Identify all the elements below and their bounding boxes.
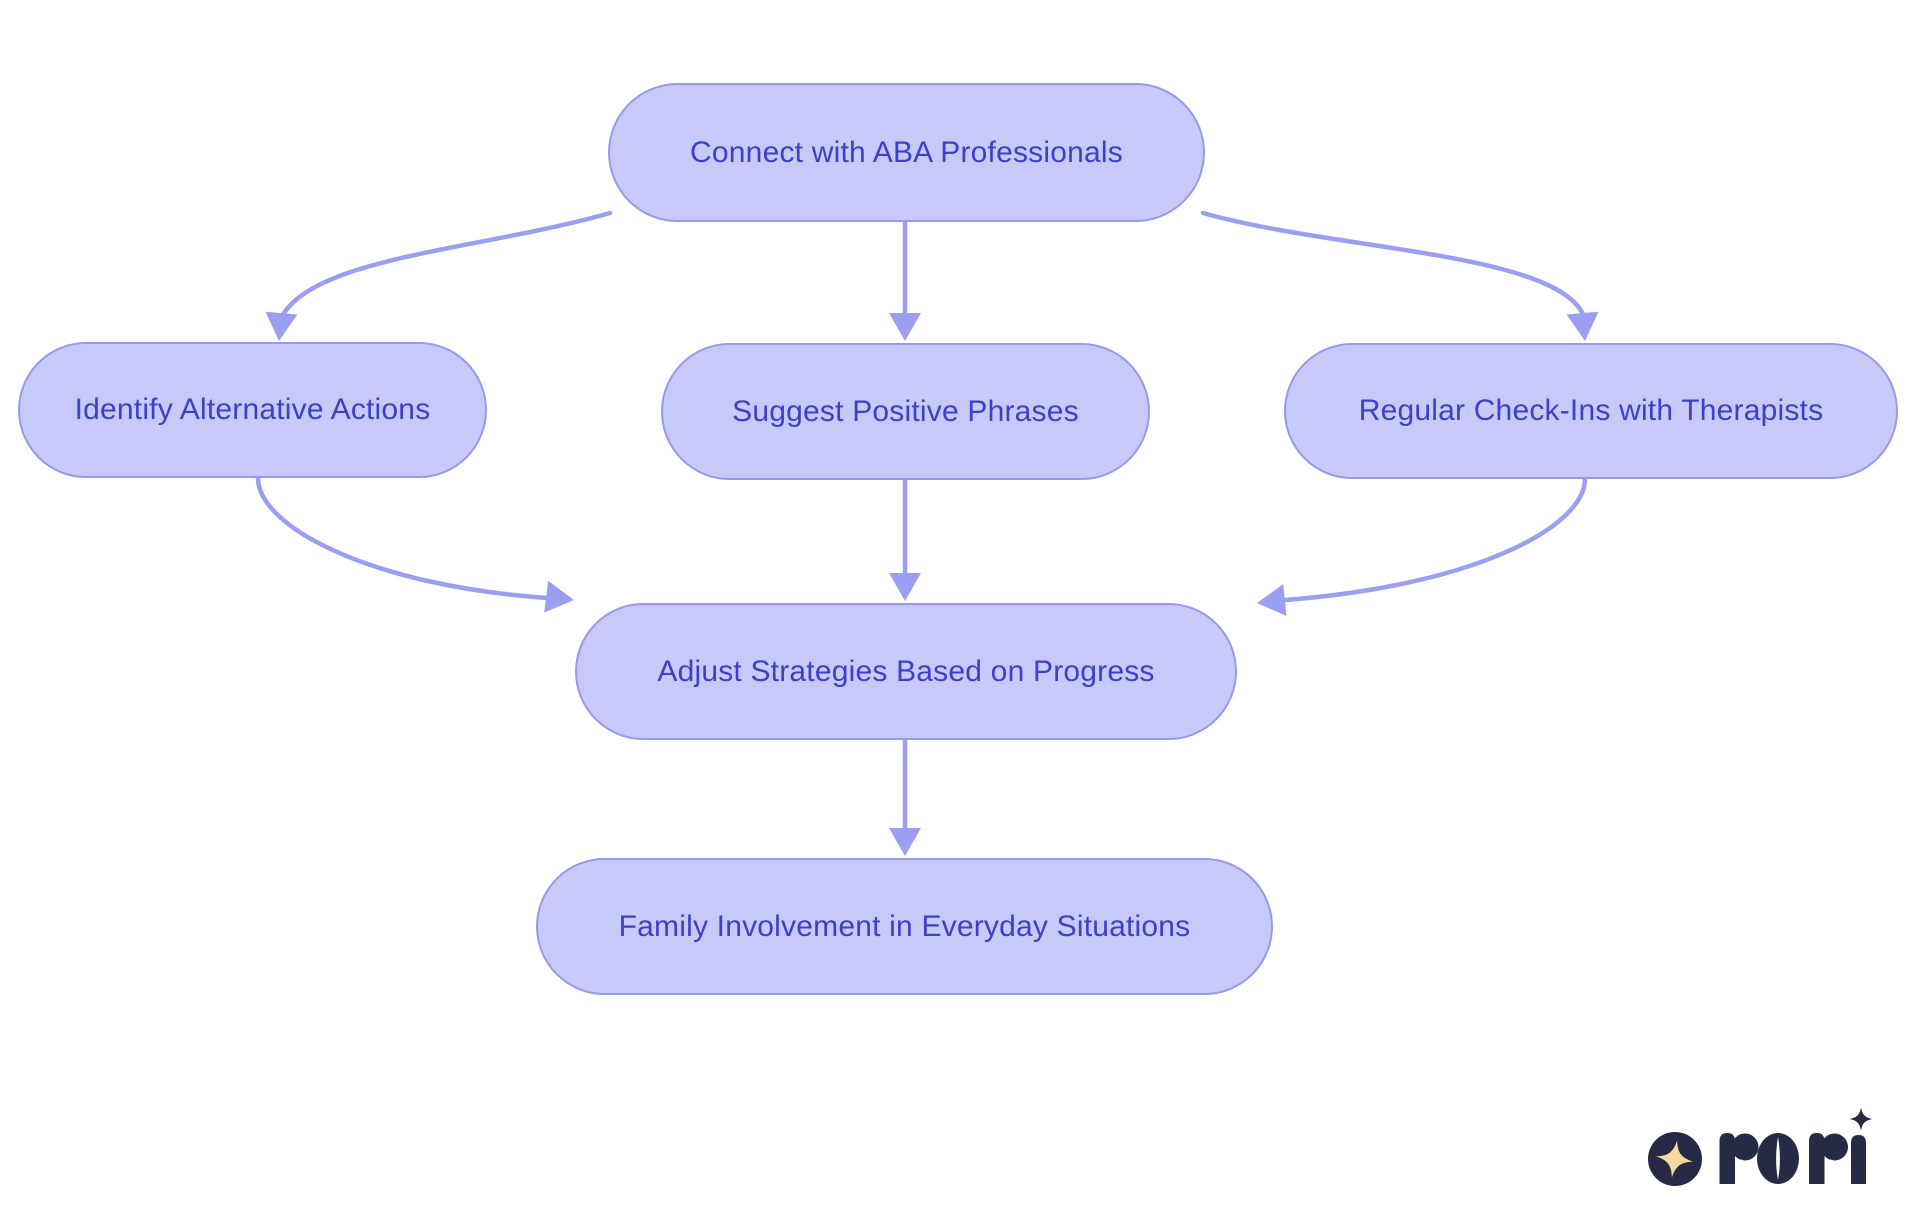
flow-node-adjust: Adjust Strategies Based on Progress	[575, 603, 1237, 740]
node-label-family: Family Involvement in Everyday Situation…	[618, 909, 1191, 943]
rori-logo	[1646, 1106, 1878, 1198]
arrowhead-adjust-family	[889, 828, 921, 856]
edge-connect-regular	[1200, 210, 1586, 317]
node-label-connect: Connect with ABA Professionals	[690, 135, 1123, 169]
flow-node-suggest: Suggest Positive Phrases	[661, 343, 1150, 480]
node-label-identify: Identify Alternative Actions	[74, 393, 431, 426]
arrowhead-identify-adjust	[544, 580, 574, 613]
arrowhead-connect-identify	[265, 311, 298, 341]
edge-regular-adjust	[1282, 476, 1588, 603]
arrowhead-regular-adjust	[1257, 584, 1287, 616]
node-label-suggest: Suggest Positive Phrases	[732, 394, 1079, 428]
sparkle-circle-icon	[1648, 1132, 1702, 1186]
arrowhead-suggest-adjust	[889, 573, 921, 601]
rori-logo-graphic	[1648, 1107, 1873, 1186]
logo-i-sparkle-icon	[1849, 1107, 1873, 1131]
node-label-regular: Regular Check-Ins with Therapists	[1358, 394, 1824, 427]
edge-identify-adjust	[255, 475, 550, 601]
node-label-adjust: Adjust Strategies Based on Progress	[657, 654, 1155, 688]
flow-node-regular: Regular Check-Ins with Therapists	[1284, 343, 1898, 479]
rori-wordmark	[1719, 1107, 1873, 1184]
flow-node-family: Family Involvement in Everyday Situation…	[536, 858, 1273, 995]
flow-node-identify: Identify Alternative Actions	[18, 342, 487, 478]
flow-node-connect: Connect with ABA Professionals	[608, 83, 1205, 222]
arrowhead-connect-suggest	[889, 313, 921, 341]
edge-connect-identify	[279, 210, 613, 319]
arrowhead-connect-regular	[1566, 311, 1599, 341]
